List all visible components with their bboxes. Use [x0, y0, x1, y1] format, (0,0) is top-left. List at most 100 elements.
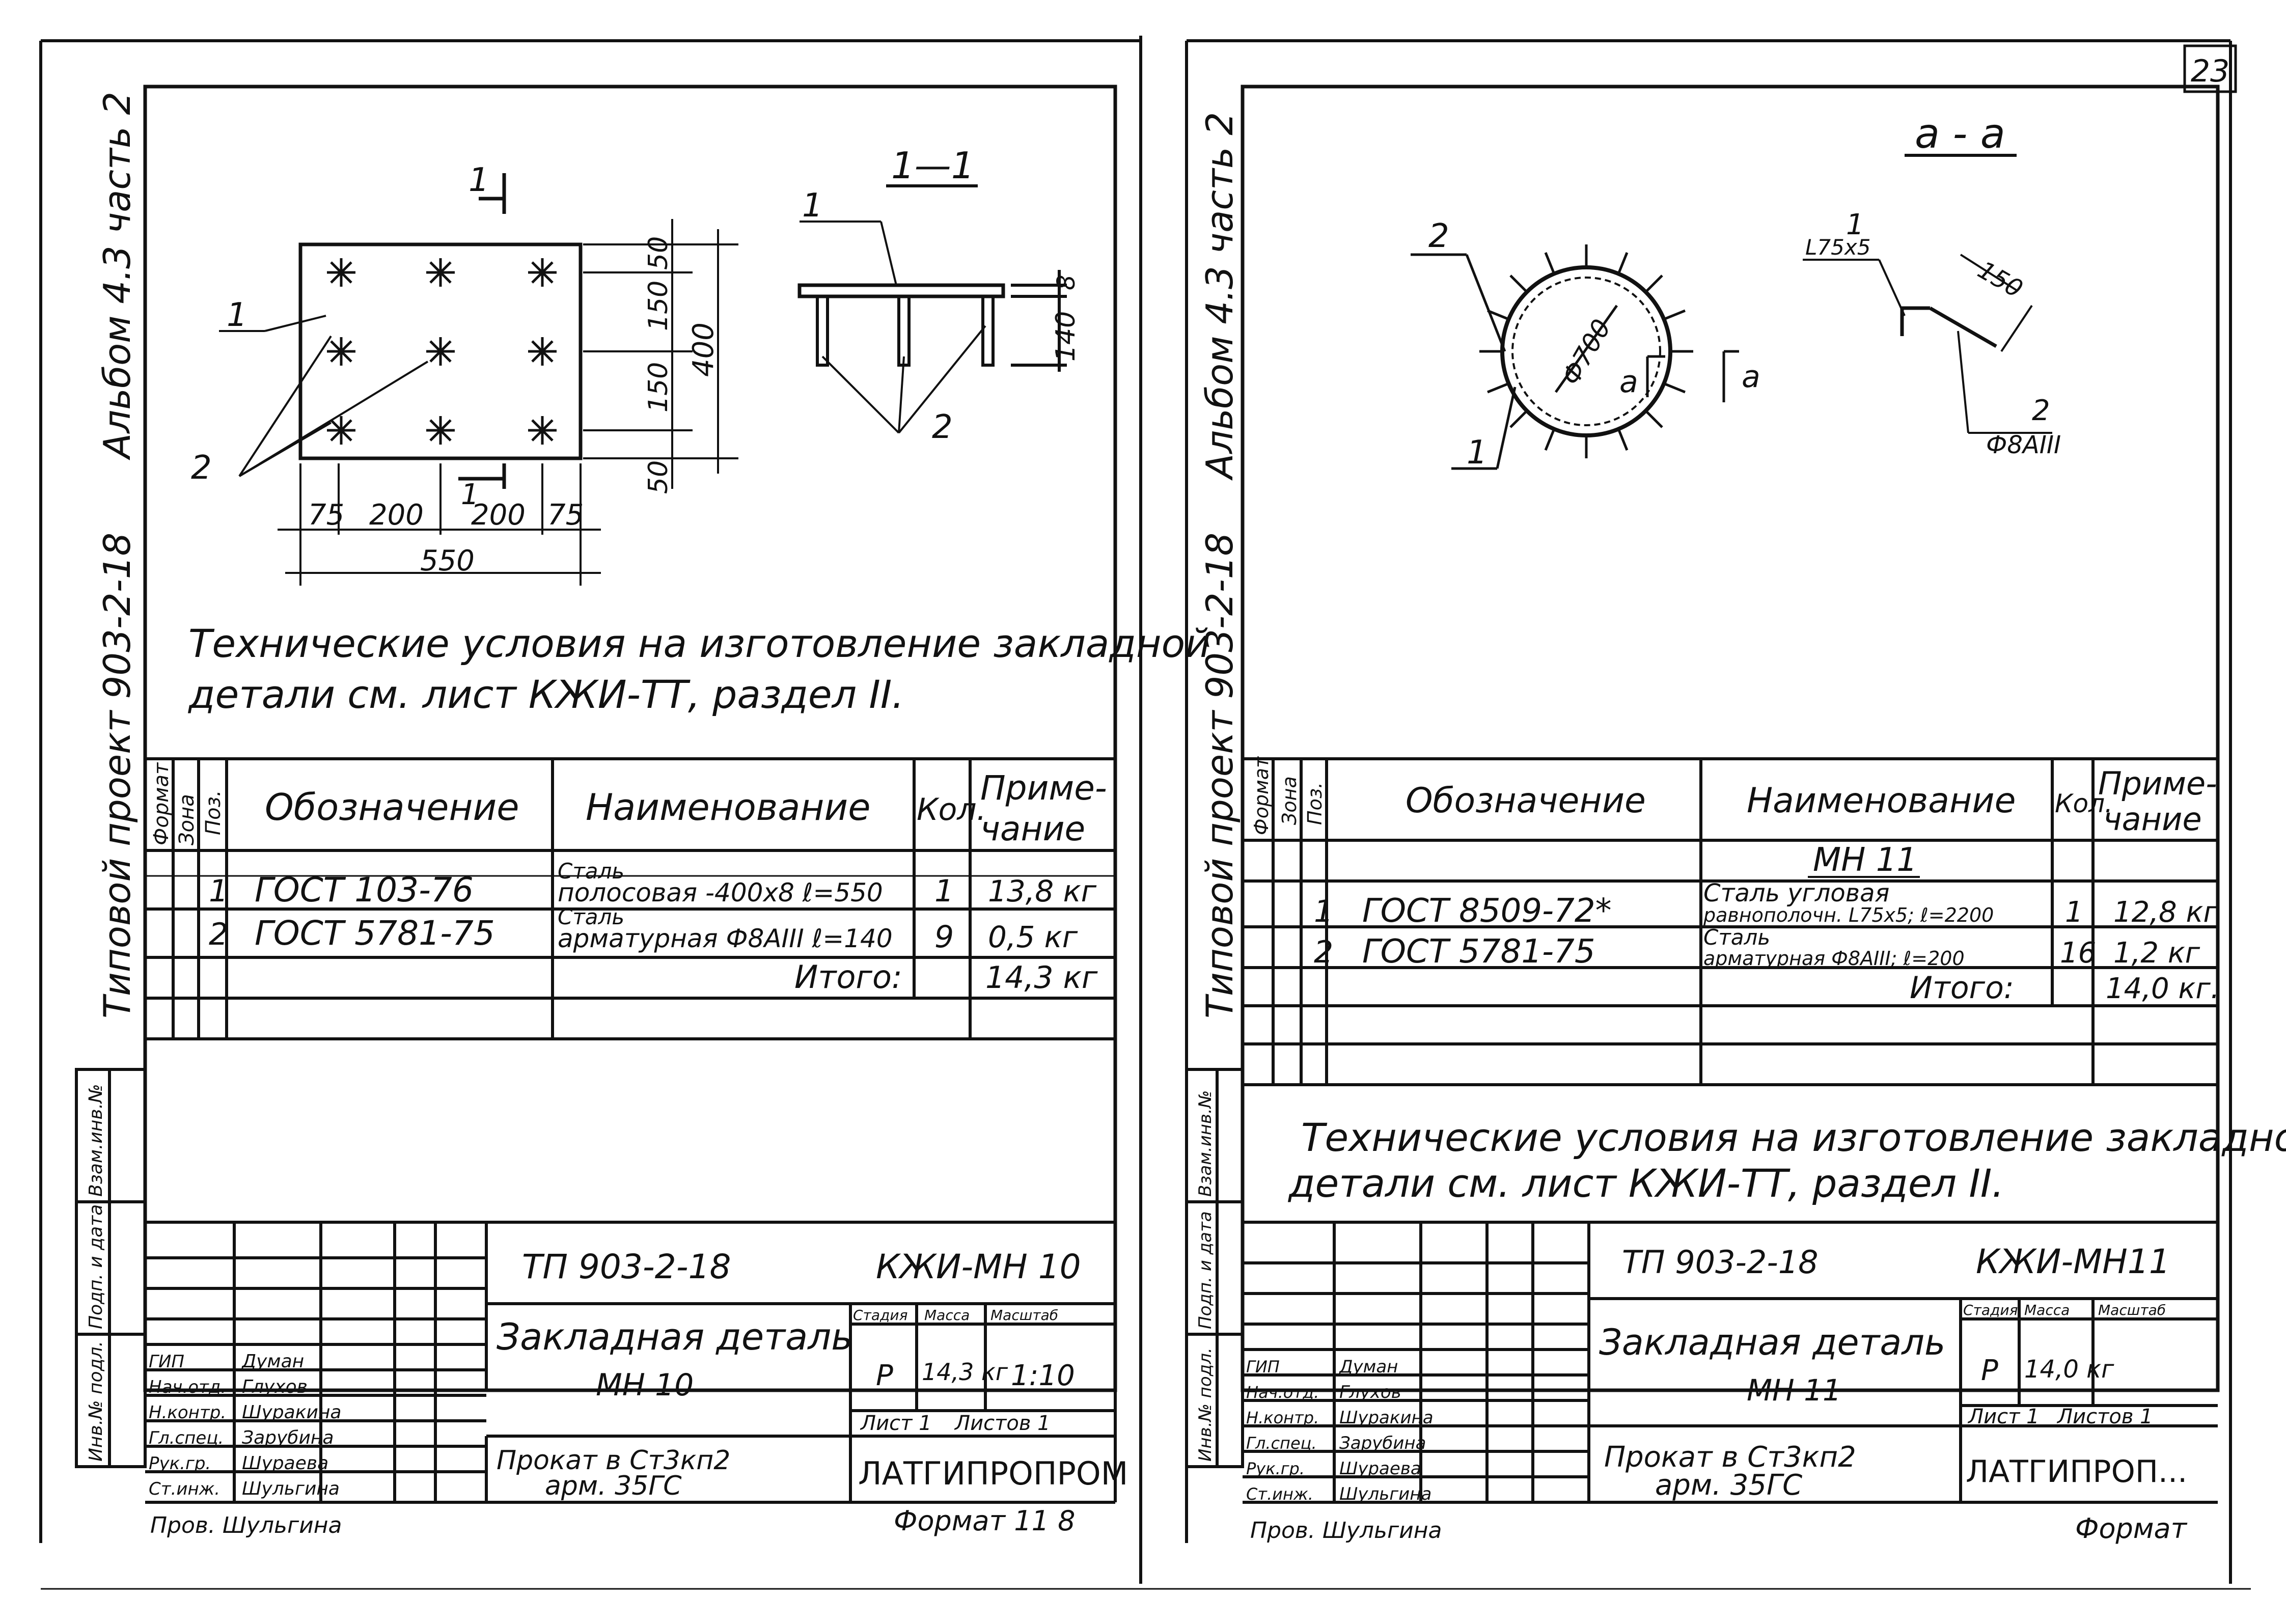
svg-text:1: 1	[934, 873, 954, 909]
svg-text:1: 1	[1846, 208, 1864, 241]
dim-75-a: 75	[308, 499, 344, 532]
svg-text:равнополочн. L75x5; ℓ=2200: равнополочн. L75x5; ℓ=2200	[1703, 904, 1994, 926]
svg-text:ГИП: ГИП	[1246, 1357, 1280, 1377]
spec-group-title: МН 11	[1813, 841, 1917, 879]
svg-text:чание: чание	[980, 809, 1085, 848]
left-plate-plan: 1 1 1 2 75 200 200 75 550 50 150 150	[191, 161, 738, 586]
svg-text:Шураева: Шураева	[242, 1453, 328, 1474]
svg-text:ТП 903-2-18: ТП 903-2-18	[1622, 1244, 1819, 1281]
svg-text:Листов 1: Листов 1	[954, 1412, 1051, 1435]
svg-text:Приме-: Приме-	[980, 768, 1107, 808]
plan-pos-1: 1	[227, 296, 247, 334]
svg-text:арм. 35ГС: арм. 35ГС	[1655, 1469, 1802, 1502]
svg-text:Подп. и дата: Подп. и дата	[1195, 1211, 1216, 1329]
svg-text:Закладная деталь: Закладная деталь	[1599, 1322, 1945, 1363]
svg-text:Шульгина: Шульгина	[1339, 1484, 1431, 1504]
dim-8: 8	[1052, 274, 1081, 290]
svg-text:ГОСТ 5781-75: ГОСТ 5781-75	[255, 914, 495, 953]
svg-text:Шульгина: Шульгина	[242, 1478, 340, 1499]
left-section-1-1: 1—1 1 2 8 140	[797, 144, 1081, 446]
svg-text:Прокат в Ст3кп2: Прокат в Ст3кп2	[497, 1445, 730, 1476]
right-side-stamps	[1185, 1068, 1244, 1468]
dim-550: 550	[420, 544, 475, 577]
svg-text:Стадия: Стадия	[1963, 1302, 2018, 1318]
page-number-box	[2183, 44, 2237, 93]
table-row: 2 ГОСТ 5781-75 Сталь арматурная Ф8АIII ℓ…	[209, 904, 1078, 955]
svg-text:Нач.отд.: Нач.отд.	[149, 1377, 226, 1397]
right-tech-note-1: Технические условия на изготовление закл…	[1301, 1115, 2286, 1160]
dim-400: 400	[687, 322, 720, 377]
svg-text:Шуракина: Шуракина	[242, 1402, 341, 1423]
dim-150-a: 150	[643, 281, 674, 331]
svg-text:2: 2	[1314, 934, 1333, 970]
svg-text:Думан: Думан	[1338, 1357, 1398, 1377]
section-mark-top: 1	[469, 161, 489, 199]
right-title-block: ТП 903-2-18 КЖИ-МН11 Закладная деталь МН…	[1243, 1221, 2218, 1545]
svg-text:Ф8АIII: Ф8АIII	[1986, 431, 2061, 459]
plan-pos-2: 2	[191, 449, 212, 487]
svg-text:Прокат в Ст3кп2: Прокат в Ст3кп2	[1604, 1441, 1856, 1474]
svg-text:Поз.: Поз.	[1304, 782, 1326, 825]
svg-text:Ст.инж.: Ст.инж.	[1246, 1484, 1313, 1504]
svg-text:Шуракина: Шуракина	[1339, 1408, 1434, 1428]
dim-140: 140	[1051, 311, 1081, 362]
right-ring-section: а - а 2 1 Ф700	[1411, 110, 2017, 472]
svg-text:Лист 1: Лист 1	[860, 1412, 932, 1435]
spec-total-value: 14,3 кг	[985, 960, 1098, 996]
svg-text:ТП 903-2-18: ТП 903-2-18	[522, 1247, 731, 1286]
left-tech-note-1: Технические условия на изготовление закл…	[188, 621, 1210, 666]
svg-text:Ст.инж.: Ст.инж.	[149, 1479, 220, 1499]
svg-text:Подп. и дата: Подп. и дата	[86, 1204, 106, 1329]
svg-text:Зона: Зона	[1278, 776, 1301, 825]
table-row: 1 ГОСТ 103-76 Сталь полосовая -400x8 ℓ=5…	[209, 859, 1097, 910]
dim-50-a: 50	[643, 236, 674, 270]
svg-text:арматурная Ф8АIII ℓ=140: арматурная Ф8АIII ℓ=140	[558, 924, 893, 953]
section-pos-1: 1	[802, 187, 823, 225]
svg-text:Взам.инв.№: Взам.инв.№	[86, 1084, 106, 1197]
right-frame	[1241, 85, 2220, 1392]
right-org-name: ЛАТГИПРОП...	[1966, 1454, 2187, 1490]
svg-text:Инв.№ подл.: Инв.№ подл.	[1195, 1347, 1216, 1462]
svg-text:Нач.отд.: Нач.отд.	[1246, 1383, 1319, 1402]
table-row: 2 ГОСТ 5781-75 Сталь арматурная Ф8АIII; …	[1314, 925, 2200, 971]
section-mark-bottom: 1	[461, 478, 479, 511]
svg-text:Кол.: Кол.	[917, 792, 986, 828]
svg-text:Н.контр.: Н.контр.	[149, 1402, 226, 1423]
sheet-frame	[39, 36, 2251, 1590]
svg-text:Глухов: Глухов	[242, 1377, 308, 1397]
right-angle-detail: 1 L75x5 150 2 Ф8АIII	[1803, 208, 2061, 459]
svg-text:Сталь: Сталь	[1703, 925, 1770, 950]
left-spec-table: Формат Зона Поз. Обозначение Наименовани…	[144, 757, 1117, 1040]
svg-text:КЖИ-МН11: КЖИ-МН11	[1976, 1242, 2170, 1281]
svg-text:Формат: Формат	[2075, 1512, 2188, 1545]
section-pos-2: 2	[932, 408, 953, 446]
svg-text:16: 16	[2060, 937, 2096, 970]
right-spec-total-label: Итого:	[1910, 970, 2014, 1006]
svg-text:Наименование: Наименование	[586, 786, 871, 829]
svg-text:1: 1	[1314, 894, 1333, 929]
svg-text:Листов 1: Листов 1	[2056, 1405, 2153, 1428]
svg-text:2: 2	[1428, 217, 1449, 255]
svg-text:а: а	[1619, 364, 1638, 400]
svg-text:Глухов: Глухов	[1339, 1382, 1401, 1402]
svg-text:ГОСТ 8509-72*: ГОСТ 8509-72*	[1362, 892, 1612, 930]
svg-text:Масштаб: Масштаб	[2098, 1302, 2166, 1318]
svg-text:Инв.№ подл.: Инв.№ подл.	[86, 1341, 106, 1462]
svg-text:1,2 кг: 1,2 кг	[2113, 937, 2200, 970]
left-title-block: ТП 903-2-18 КЖИ-МН 10 Закладная деталь М…	[145, 1221, 1128, 1538]
right-spec-total-value: 14,0 кг.	[2106, 972, 2220, 1005]
svg-text:Формат: Формат	[150, 762, 173, 845]
svg-text:Взам.инв.№: Взам.инв.№	[1195, 1090, 1216, 1197]
dim-75-b: 75	[547, 499, 584, 532]
svg-text:Формат 11 8: Формат 11 8	[894, 1505, 1075, 1537]
svg-text:14,3 кг: 14,3 кг	[922, 1358, 1008, 1386]
svg-text:Рук.гр.: Рук.гр.	[1246, 1459, 1305, 1478]
svg-text:9: 9	[934, 919, 954, 955]
dim-200-a: 200	[369, 499, 424, 532]
svg-text:Зона: Зона	[175, 794, 199, 845]
svg-text:Зарубина: Зарубина	[242, 1427, 334, 1448]
section-title: 1—1	[891, 144, 975, 187]
svg-text:Масса: Масса	[924, 1307, 970, 1324]
svg-text:Стадия: Стадия	[853, 1307, 907, 1324]
